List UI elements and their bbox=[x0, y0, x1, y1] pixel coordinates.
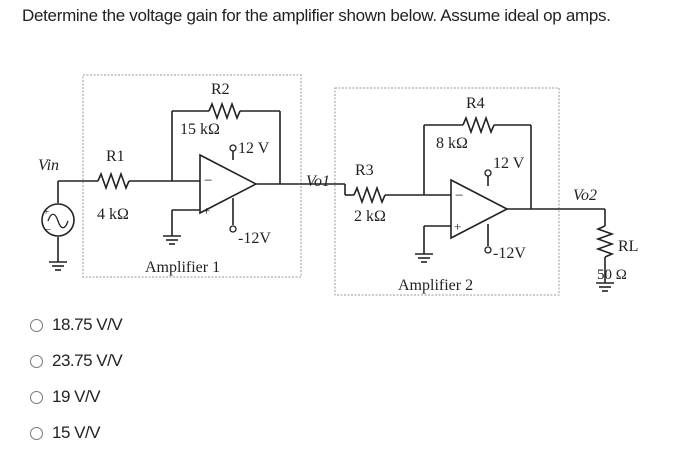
answer-option-label: 23.75 V/V bbox=[52, 351, 123, 370]
source-minus-sign: − bbox=[45, 224, 51, 236]
r4-resistor-icon bbox=[462, 115, 495, 135]
source-sine-icon bbox=[47, 213, 69, 229]
amp1-plus-sign: + bbox=[203, 203, 210, 218]
r4-label: R4 bbox=[466, 95, 485, 112]
vo1-label: Vo1 bbox=[306, 173, 330, 190]
answer-option-label: 15 V/V bbox=[52, 423, 101, 442]
answer-option-label: 19 V/V bbox=[52, 387, 101, 406]
amp1-vplus-label: 12 V bbox=[238, 140, 270, 157]
amp1-caption: Amplifier 1 bbox=[145, 259, 220, 276]
amplifier-2-box bbox=[334, 87, 560, 296]
answer-option-4[interactable]: 15 V/V bbox=[30, 421, 101, 445]
op-amp-1-icon bbox=[199, 153, 258, 215]
radio-button[interactable] bbox=[30, 426, 43, 440]
amp2-caption: Amplifier 2 bbox=[398, 277, 473, 294]
amp2-minus-sign: − bbox=[455, 188, 463, 204]
question-text: Determine the voltage gain for the ampli… bbox=[22, 6, 611, 25]
radio-button[interactable] bbox=[30, 390, 43, 404]
answer-option-2[interactable]: 23.75 V/V bbox=[30, 349, 123, 373]
amp1-vplus-terminal bbox=[229, 144, 237, 152]
amp1-minus-sign: − bbox=[204, 173, 212, 189]
rl-value: 50 Ω bbox=[597, 267, 627, 283]
amp2-plus-sign: + bbox=[454, 219, 461, 234]
r3-resistor-icon bbox=[353, 185, 386, 205]
amp2-vplus-terminal bbox=[484, 169, 492, 177]
amp2-vplus-label: 12 V bbox=[493, 155, 525, 172]
amp1-vminus-terminal bbox=[229, 225, 237, 233]
amp2-vminus-label: -12V bbox=[493, 245, 526, 262]
r4-value: 8 kΩ bbox=[436, 135, 468, 152]
answer-option-3[interactable]: 19 V/V bbox=[30, 385, 101, 409]
radio-button[interactable] bbox=[30, 318, 43, 332]
vo2-label: Vo2 bbox=[573, 187, 597, 204]
rl-resistor-icon bbox=[595, 225, 615, 258]
amplifier-1-box bbox=[82, 74, 302, 278]
amp1-vminus-label: -12V bbox=[238, 230, 271, 247]
amp2-vminus-terminal bbox=[484, 246, 492, 254]
answer-option-1[interactable]: 18.75 V/V bbox=[30, 313, 123, 337]
r1-resistor-icon bbox=[97, 171, 130, 191]
radio-button[interactable] bbox=[30, 354, 43, 368]
answer-option-label: 18.75 V/V bbox=[52, 315, 123, 334]
r2-value: 15 kΩ bbox=[180, 121, 220, 138]
r1-value: 4 kΩ bbox=[97, 206, 129, 223]
voltage-source-icon bbox=[41, 203, 75, 237]
r3-label: R3 bbox=[355, 162, 374, 179]
rl-label: RL bbox=[618, 238, 638, 255]
r2-label: R2 bbox=[211, 81, 230, 98]
r2-resistor-icon bbox=[208, 101, 241, 121]
op-amp-2-icon bbox=[450, 178, 509, 240]
r1-label: R1 bbox=[106, 148, 125, 165]
source-plus-sign: + bbox=[43, 206, 49, 218]
r3-value: 2 kΩ bbox=[354, 208, 386, 225]
vin-label: Vin bbox=[38, 157, 59, 174]
